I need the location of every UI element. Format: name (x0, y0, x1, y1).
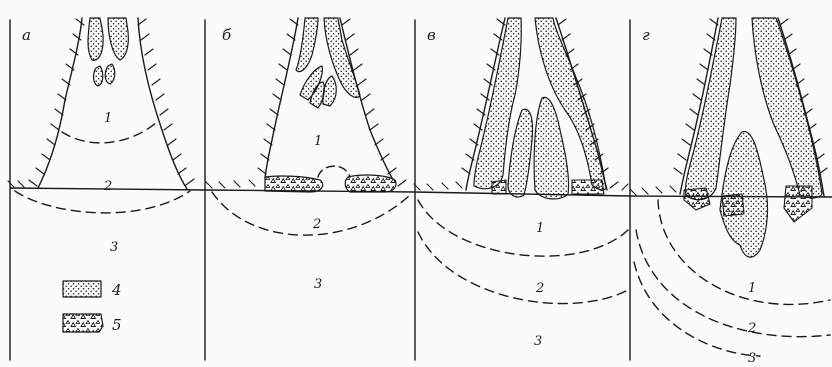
panel-d-rubble-right (784, 186, 812, 222)
panel-a-zone-boundary-2 (15, 191, 190, 213)
panel-c-zone-boundary-1 (418, 200, 628, 256)
panel-c-zone-boundary-2 (418, 232, 628, 304)
panel-a-dotted-fill (88, 18, 103, 60)
panel-a-fragment-2 (105, 64, 115, 84)
panel-d-dotted-fill-center (720, 132, 767, 258)
panel-b-rubble-right (345, 175, 396, 192)
legend-number-4: 4 (111, 281, 122, 299)
panel-c-zone-3: 3 (534, 334, 542, 349)
panel-d-zone-boundary-2 (636, 230, 830, 337)
panel-b-fragment-3 (323, 76, 336, 106)
panel-d-zone-1: 1 (748, 281, 756, 296)
legend (63, 281, 103, 332)
panel-b-zone-3: 3 (314, 277, 322, 292)
legend-number-5: 5 (112, 316, 122, 334)
panel-a-fragment-1 (94, 66, 103, 86)
panel-a-zone-1: 1 (104, 111, 112, 126)
panel-c-dotted-fill-center-2 (534, 97, 568, 199)
panel-d-label: г (642, 26, 650, 44)
legend-swatch-dotted (63, 281, 101, 297)
panel-d-rubble-center (722, 194, 744, 216)
legend-swatch-triangles (63, 314, 103, 332)
panel-a-zone-3: 3 (110, 240, 118, 255)
panel-b-zone-1: 1 (314, 134, 322, 149)
panel-d-zone-3: 3 (748, 351, 756, 366)
panel-d-zone-2: 2 (747, 321, 756, 336)
panel-b-dotted-fill (296, 18, 318, 72)
panel-c-zone-1: 1 (536, 221, 544, 236)
panel-c-label: в (427, 26, 436, 44)
panel-d-zone-boundary-3 (634, 262, 760, 356)
panel-b-zone-boundary-1 (212, 192, 410, 235)
panel-a-zone-2: 2 (103, 179, 112, 194)
panel-d-rubble-left (684, 188, 710, 210)
panel-c (414, 18, 628, 304)
panel-b-collapse-arch (318, 166, 350, 177)
panel-b-rubble-left (265, 176, 323, 192)
panel-a-dotted-fill-2 (108, 18, 128, 60)
panel-b-label: б (222, 26, 232, 44)
panel-c-dotted-fill-center-1 (508, 109, 533, 197)
panel-b (206, 18, 410, 235)
panel-a (8, 18, 194, 213)
panel-a-label: а (22, 26, 31, 44)
panel-c-zone-2: 2 (535, 281, 544, 296)
panel-b-zone-2: 2 (312, 217, 321, 232)
panel-d (630, 18, 830, 356)
